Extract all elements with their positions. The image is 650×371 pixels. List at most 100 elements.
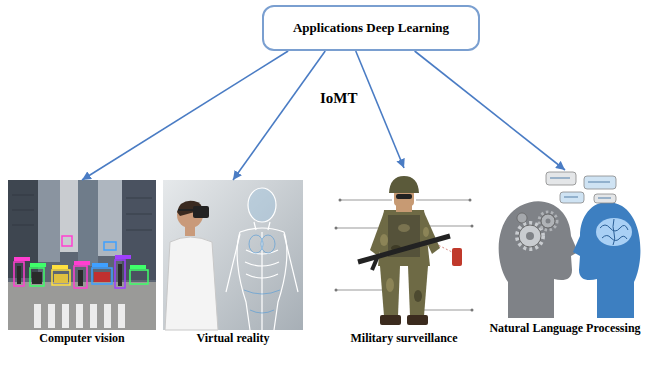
soldier-image bbox=[424, 310, 472, 311]
street-scene-image bbox=[12, 195, 152, 230]
soldier-image bbox=[328, 168, 480, 330]
street-scene-image bbox=[8, 282, 156, 330]
nlp-heads-image bbox=[600, 219, 628, 245]
soldier-image bbox=[380, 234, 388, 246]
street-scene-image bbox=[38, 180, 60, 262]
nlp-heads-image bbox=[584, 176, 616, 189]
soldier-image bbox=[380, 266, 400, 316]
nlp-heads-image bbox=[541, 214, 555, 228]
nlp-heads-image bbox=[526, 232, 534, 240]
soldier-image bbox=[469, 199, 472, 202]
nlp-heads-image bbox=[598, 197, 611, 198]
street-scene-image bbox=[8, 180, 156, 330]
nlp-heads-image bbox=[594, 194, 616, 203]
street-scene-image bbox=[54, 274, 68, 283]
street-scene-image bbox=[94, 272, 110, 282]
street-scene-image bbox=[17, 266, 21, 284]
virtual-reality-image bbox=[163, 180, 303, 330]
street-scene-image bbox=[60, 180, 78, 252]
virtual-reality-image bbox=[226, 188, 298, 330]
street-scene-image bbox=[90, 304, 97, 328]
street-scene-image bbox=[126, 214, 152, 215]
nlp-heads-image bbox=[596, 218, 632, 246]
street-scene-image bbox=[62, 304, 69, 328]
nlp-heads-image bbox=[550, 177, 570, 178]
network-label: IoMT bbox=[318, 90, 360, 107]
nlp-heads-image bbox=[499, 201, 578, 318]
virtual-reality-image bbox=[261, 235, 275, 253]
soldier-image bbox=[336, 290, 386, 291]
street-scene-image bbox=[78, 270, 83, 286]
virtual-reality-image bbox=[244, 290, 280, 313]
street-scene-image bbox=[122, 180, 156, 280]
virtual-reality-image bbox=[165, 237, 218, 330]
nlp-heads-image bbox=[546, 172, 576, 185]
soldier-image bbox=[378, 210, 430, 266]
soldier-image bbox=[328, 168, 480, 330]
street-scene-image bbox=[74, 266, 87, 288]
soldier-image bbox=[407, 315, 428, 325]
street-scene-image bbox=[118, 304, 125, 328]
virtual-reality-image bbox=[248, 188, 276, 222]
soldier-image bbox=[408, 266, 428, 316]
street-scene-image bbox=[62, 236, 72, 246]
virtual-reality-image bbox=[178, 209, 194, 211]
application-panel: Virtual reality bbox=[163, 180, 303, 346]
soldier-image bbox=[335, 199, 474, 312]
soldier-image bbox=[372, 256, 378, 270]
street-scene-image bbox=[52, 265, 68, 269]
virtual-reality-image bbox=[274, 232, 287, 330]
street-scene-image bbox=[8, 180, 156, 330]
nlp-heads-image bbox=[573, 202, 640, 318]
soldier-image bbox=[414, 290, 422, 302]
panel-caption: Computer vision bbox=[8, 330, 156, 346]
panel-caption: Natural Language Processing bbox=[485, 320, 645, 336]
street-scene-image bbox=[115, 255, 131, 259]
panel-caption: Virtual reality bbox=[163, 330, 303, 346]
virtual-reality-image bbox=[237, 232, 250, 330]
soldier-image bbox=[358, 236, 450, 262]
soldier-image bbox=[336, 200, 472, 310]
arrow-connector bbox=[356, 51, 404, 168]
virtual-reality-image bbox=[244, 235, 280, 313]
street-scene-image bbox=[52, 270, 70, 285]
nlp-heads-image bbox=[564, 196, 578, 197]
street-scene-image bbox=[12, 210, 34, 211]
soldier-image bbox=[335, 289, 338, 292]
nlp-heads-image bbox=[588, 181, 610, 182]
street-scene-image bbox=[104, 304, 111, 328]
street-scene-image bbox=[30, 268, 44, 286]
street-scene-image bbox=[30, 263, 46, 267]
street-scene-image bbox=[126, 198, 152, 199]
street-scene-image bbox=[76, 304, 83, 328]
soldier-image bbox=[335, 227, 338, 230]
street-scene-image bbox=[14, 262, 24, 286]
street-scene-image bbox=[130, 265, 146, 269]
soldier-image bbox=[386, 278, 394, 292]
topic-box: Applications Deep Learning bbox=[262, 5, 480, 51]
arrow-connector bbox=[82, 51, 288, 180]
soldier-image bbox=[416, 200, 470, 201]
soldier-image bbox=[471, 309, 474, 312]
soldier-image bbox=[452, 248, 462, 266]
soldier-image bbox=[380, 315, 401, 325]
street-scene-image bbox=[130, 270, 148, 284]
street-scene-image bbox=[14, 257, 30, 261]
virtual-reality-image bbox=[240, 228, 284, 232]
soldier-image bbox=[339, 199, 342, 202]
street-scene-image bbox=[34, 304, 41, 328]
virtual-reality-image bbox=[193, 206, 209, 218]
nlp-heads-image bbox=[550, 178, 611, 198]
street-scene-image bbox=[92, 268, 112, 284]
street-scene-image bbox=[12, 195, 34, 196]
street-scene-image bbox=[48, 304, 55, 328]
arrow-connector bbox=[415, 51, 565, 170]
soldier-image bbox=[340, 200, 392, 201]
application-panel: Military surveillance bbox=[328, 168, 480, 346]
box-title: Applications Deep Learning bbox=[283, 20, 459, 36]
nlp-heads-image bbox=[546, 172, 616, 203]
